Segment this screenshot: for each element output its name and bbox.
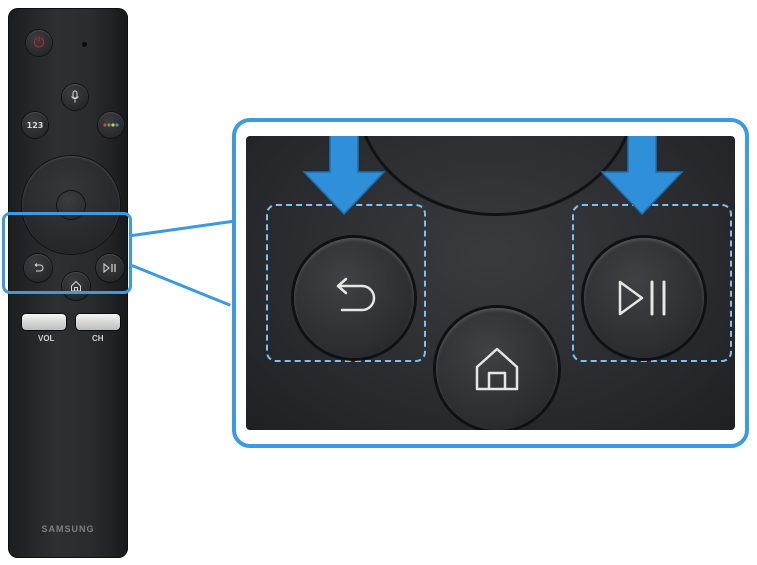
voice-button[interactable] xyxy=(62,84,88,110)
microphone-hole xyxy=(82,42,87,47)
microphone-icon xyxy=(71,90,79,103)
down-arrow-icon xyxy=(302,136,386,216)
callout-line-bottom xyxy=(131,264,231,307)
channel-rocker[interactable] xyxy=(76,314,120,330)
zoomed-remote-surface xyxy=(246,136,735,430)
zoom-callout xyxy=(232,118,749,448)
highlight-box-small xyxy=(2,212,132,294)
number-button[interactable]: 123 xyxy=(22,112,48,138)
play-pause-button-small[interactable] xyxy=(96,254,124,282)
power-button[interactable]: ⏻ xyxy=(26,30,52,56)
back-arrow-icon xyxy=(336,277,376,312)
directional-pad[interactable] xyxy=(22,156,120,254)
play-pause-icon xyxy=(103,263,116,273)
home-icon xyxy=(475,347,519,391)
back-arrow-icon xyxy=(34,263,44,272)
color-button[interactable] xyxy=(98,112,124,138)
play-pause-icon xyxy=(618,280,666,316)
play-pause-button[interactable] xyxy=(584,238,704,358)
back-button[interactable] xyxy=(294,238,414,358)
home-button-small[interactable] xyxy=(62,272,90,300)
volume-rocker[interactable] xyxy=(22,314,66,330)
callout-line-top xyxy=(131,219,238,237)
remote-control: ⏻ 123 VOL CH xyxy=(8,8,128,558)
down-arrow-icon xyxy=(600,136,684,216)
color-dots-icon xyxy=(103,123,119,127)
power-icon: ⏻ xyxy=(33,35,45,51)
back-button-small[interactable] xyxy=(24,254,52,282)
home-button[interactable] xyxy=(436,308,558,430)
dashed-highlight-play-pause xyxy=(572,204,732,362)
channel-label: CH xyxy=(92,334,104,343)
number-button-label: 123 xyxy=(26,120,44,130)
home-icon xyxy=(71,280,81,292)
volume-label: VOL xyxy=(38,334,55,343)
brand-logo: SAMSUNG xyxy=(41,524,95,534)
